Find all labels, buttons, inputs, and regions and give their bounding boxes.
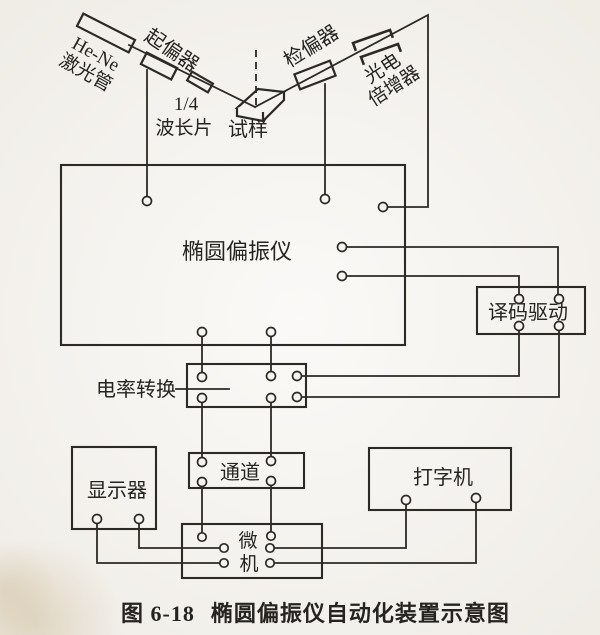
photomultiplier-label: 光电 倍增器: [361, 49, 424, 111]
terminal: [470, 492, 482, 504]
power-converter-label: 电率转换: [96, 378, 176, 401]
decoder-driver-label: 译码驱动: [488, 301, 568, 324]
laser-label: He-Ne 激光管: [55, 33, 122, 96]
laser-tube: [75, 12, 137, 54]
terminal: [218, 542, 230, 554]
terminal: [291, 370, 303, 382]
typewriter-label: 打字机: [413, 466, 473, 489]
terminal: [264, 542, 276, 554]
terminal: [141, 195, 153, 207]
power-converter-box: [185, 362, 308, 409]
quarter-wave-plate-label: 1/4 波长片: [155, 94, 212, 139]
terminal: [291, 391, 303, 403]
terminal: [265, 370, 277, 382]
wire-decoder-to-converter-2: [296, 325, 560, 398]
waveplate-label-line2: 波长片: [155, 117, 212, 139]
terminal: [265, 326, 277, 338]
wire-ellipsometer-to-decoder-1: [341, 246, 559, 300]
terminal: [336, 241, 348, 253]
terminal: [218, 557, 230, 569]
terminal: [553, 293, 565, 305]
terminal: [91, 513, 103, 525]
display-box: [70, 445, 158, 531]
terminal: [264, 557, 276, 569]
reflected-beam-to-photomultiplier-wire: [253, 13, 429, 208]
ellipsometer-box: [59, 163, 407, 347]
wire-ellipsometer-to-decoder-2: [341, 275, 520, 300]
terminal: [513, 293, 525, 305]
terminal: [265, 392, 277, 404]
terminal: [336, 270, 348, 282]
wire-typewriter-to-micro-1: [269, 499, 407, 549]
microcomputer-label-line2: 机: [239, 553, 258, 575]
display-label: 显示器: [87, 480, 147, 502]
terminal: [196, 392, 208, 404]
terminal: [196, 456, 208, 468]
terminal: [133, 513, 145, 525]
wire-typewriter-to-micro-2: [269, 497, 477, 564]
figure-number: 图 6-18: [121, 601, 195, 626]
photomultiplier-symbol: [351, 28, 403, 66]
terminal: [265, 475, 277, 487]
terminal: [319, 193, 331, 205]
polarizer-element: [139, 51, 179, 81]
terminal: [400, 494, 412, 506]
waveplate-label-line1: 1/4: [174, 94, 199, 115]
microcomputer-box: [180, 522, 324, 580]
analyzer-element: [292, 59, 338, 91]
terminal: [196, 531, 208, 543]
terminal: [196, 326, 208, 338]
terminal: [265, 455, 277, 467]
terminal: [553, 320, 565, 332]
terminal: [265, 530, 277, 542]
terminal-circles: [91, 193, 565, 569]
terminal: [196, 371, 208, 383]
decoder-driver-box: [475, 285, 587, 336]
sample-plate: [234, 87, 287, 123]
terminal: [196, 476, 208, 488]
figure-caption: 图 6-18 椭圆偏振仪自动化装置示意图: [121, 601, 510, 626]
quarter-wave-plate-element: [185, 70, 215, 94]
figure-title: 椭圆偏振仪自动化装置示意图: [211, 601, 510, 626]
terminal: [513, 320, 525, 332]
sample-label: 试样: [228, 118, 268, 141]
wire-decoder-to-converter-1: [296, 325, 520, 377]
channel-label: 通道: [220, 461, 260, 484]
typewriter-box: [367, 446, 513, 512]
ellipsometer-label: 椭圆偏振仪: [182, 239, 292, 264]
microcomputer-label-line1: 微: [238, 530, 257, 552]
terminal: [377, 201, 389, 213]
channel-box: [187, 451, 306, 490]
